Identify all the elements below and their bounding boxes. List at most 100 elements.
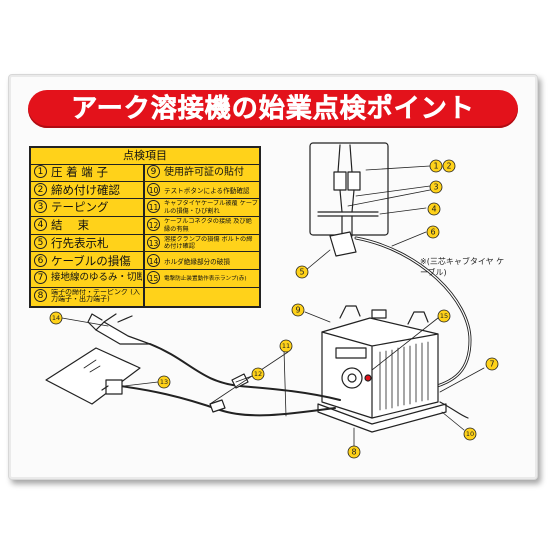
item-number: 2 (34, 182, 47, 196)
item-number: 4 (34, 218, 47, 232)
callout-8: 8 (347, 445, 361, 459)
callout-1: 1 (429, 159, 443, 173)
callout-6: 6 (426, 225, 440, 239)
callout-13: 13 (157, 375, 171, 389)
table-row: 9 使用許可証の貼付 (144, 164, 259, 182)
item-number: 9 (147, 165, 160, 178)
table-row: 7 接地線のゆるみ・切断 (31, 270, 143, 288)
table-row: 10 テストボタンによる作動確認 (144, 182, 259, 200)
front-panel-label (335, 347, 367, 359)
svg-text:7: 7 (489, 360, 494, 369)
item-number: 10 (147, 182, 160, 196)
table-row: 14 ホルダ絶縁部分の破損 (144, 253, 259, 271)
svg-text:5: 5 (299, 268, 304, 277)
table-row: 6 ケーブルの損傷 (31, 253, 143, 271)
callout-3: 3 (429, 180, 443, 194)
cable-connectors (209, 373, 249, 413)
item-number: 13 (147, 235, 160, 249)
svg-text:11: 11 (282, 342, 290, 350)
table-row: 13 溶接クランプの損傷 ボルトの締め付け確認 (144, 235, 259, 253)
item-text: テストボタンによる作動確認 (164, 186, 250, 195)
workpiece-plate (45, 347, 141, 405)
item-text: 電撃防止装置動作表示ランプ(赤) (164, 276, 247, 283)
callout-12: 12 (251, 367, 265, 381)
item-number: 15 (147, 271, 160, 285)
item-text: 使用許可証の貼付 (164, 167, 244, 178)
table-header: 点検項目 (31, 148, 259, 165)
callout-2: 2 (442, 159, 456, 173)
svg-text:4: 4 (431, 205, 436, 214)
item-text: 圧 着 端 子 (51, 165, 108, 179)
svg-text:3: 3 (433, 183, 438, 192)
table-row: 8 端子の締付・テーピング (入力端子・出力端子) (31, 288, 143, 306)
callout-15: 15 (437, 309, 451, 323)
item-text: 溶接クランプの損傷 ボルトの締め付け確認 (164, 235, 253, 251)
item-number: 12 (147, 218, 160, 232)
item-number: 14 (147, 253, 160, 267)
item-number: 11 (147, 200, 160, 214)
table-row: 1 圧 着 端 子 (31, 164, 143, 182)
inspection-items-table: 点検項目 1 圧 着 端 子 2 締め付け確認 3 テーピング 4 結 束 5 … (29, 146, 261, 308)
item-text: ケーブルの損傷 (51, 253, 131, 268)
item-number: 5 (34, 235, 47, 249)
table-divider (143, 164, 145, 306)
item-text: テーピング (51, 200, 109, 215)
electrode-holder (95, 321, 151, 345)
lifting-handles (339, 305, 429, 325)
destination-tag (329, 231, 357, 257)
table-row: 15 電撃防止装置動作表示ランプ(赤) (144, 270, 259, 288)
cable-note: ※(三芯キャブタイヤ ケーブル) (420, 257, 505, 277)
current-dial (341, 367, 363, 389)
title: アーク溶接機の始業点検ポイント (71, 94, 475, 125)
item-text: ケーブルコネクタの接続 及び絶縁の有無 (164, 218, 252, 233)
svg-text:14: 14 (52, 314, 60, 322)
table-row: 4 結 束 (31, 217, 143, 235)
ground-wire (439, 401, 469, 419)
permit-label (371, 309, 387, 319)
svg-text:8: 8 (351, 448, 356, 457)
table-row: 12 ケーブルコネクタの接続 及び絶縁の有無 (144, 217, 259, 235)
svg-text:9: 9 (295, 306, 300, 315)
table-row: 5 行先表示札 (31, 235, 143, 253)
item-text: 締め付け確認 (51, 182, 120, 197)
table-row: 11 キャブタイヤケーブル被覆 ケーブルの損傷・ひび割れ (144, 199, 259, 218)
callout-11: 11 (279, 339, 293, 353)
callout-badges: 1 2 3 4 5 6 7 8 9 10 11 12 13 14 15 (49, 159, 499, 459)
item-text: 結 束 (51, 218, 90, 233)
table-row: 3 テーピング (31, 199, 143, 218)
callout-10: 10 (463, 427, 477, 441)
callout-7: 7 (485, 357, 499, 371)
item-text: 端子の締付・テーピング (入力端子・出力端子) (51, 288, 140, 304)
callout-5: 5 (295, 265, 309, 279)
title-banner: アーク溶接機の始業点検ポイント (28, 90, 518, 128)
output-cable-holder (149, 343, 341, 401)
callout-4: 4 (427, 202, 441, 216)
svg-text:1: 1 (433, 162, 438, 171)
terminal-block (333, 171, 361, 191)
svg-text:13: 13 (160, 378, 168, 386)
item-number: 8 (34, 288, 47, 302)
machine-base (317, 403, 447, 433)
callout-9: 9 (291, 303, 305, 317)
svg-text:2: 2 (446, 162, 451, 171)
item-text: 接地線のゆるみ・切断 (51, 272, 142, 284)
item-text: 行先表示札 (51, 235, 109, 250)
callout-14: 14 (49, 311, 63, 325)
svg-text:15: 15 (440, 312, 448, 320)
item-number: 1 (34, 165, 47, 178)
svg-text:6: 6 (430, 228, 435, 237)
input-cable-pair (337, 144, 353, 173)
item-number: 6 (34, 253, 47, 267)
item-number: 7 (34, 271, 47, 285)
indicator-lamp (364, 374, 372, 382)
svg-text:10: 10 (466, 430, 474, 438)
item-number: 3 (34, 200, 47, 214)
table-row: 2 締め付け確認 (31, 182, 143, 200)
item-text: キャブタイヤケーブル被覆 ケーブルの損傷・ひび割れ (164, 200, 258, 215)
svg-text:12: 12 (254, 370, 262, 378)
ground-clamp (101, 379, 123, 395)
item-text: ホルダ絶縁部分の破損 (164, 257, 230, 266)
output-cable-clamp (119, 385, 336, 417)
terminal-bar (317, 211, 379, 217)
